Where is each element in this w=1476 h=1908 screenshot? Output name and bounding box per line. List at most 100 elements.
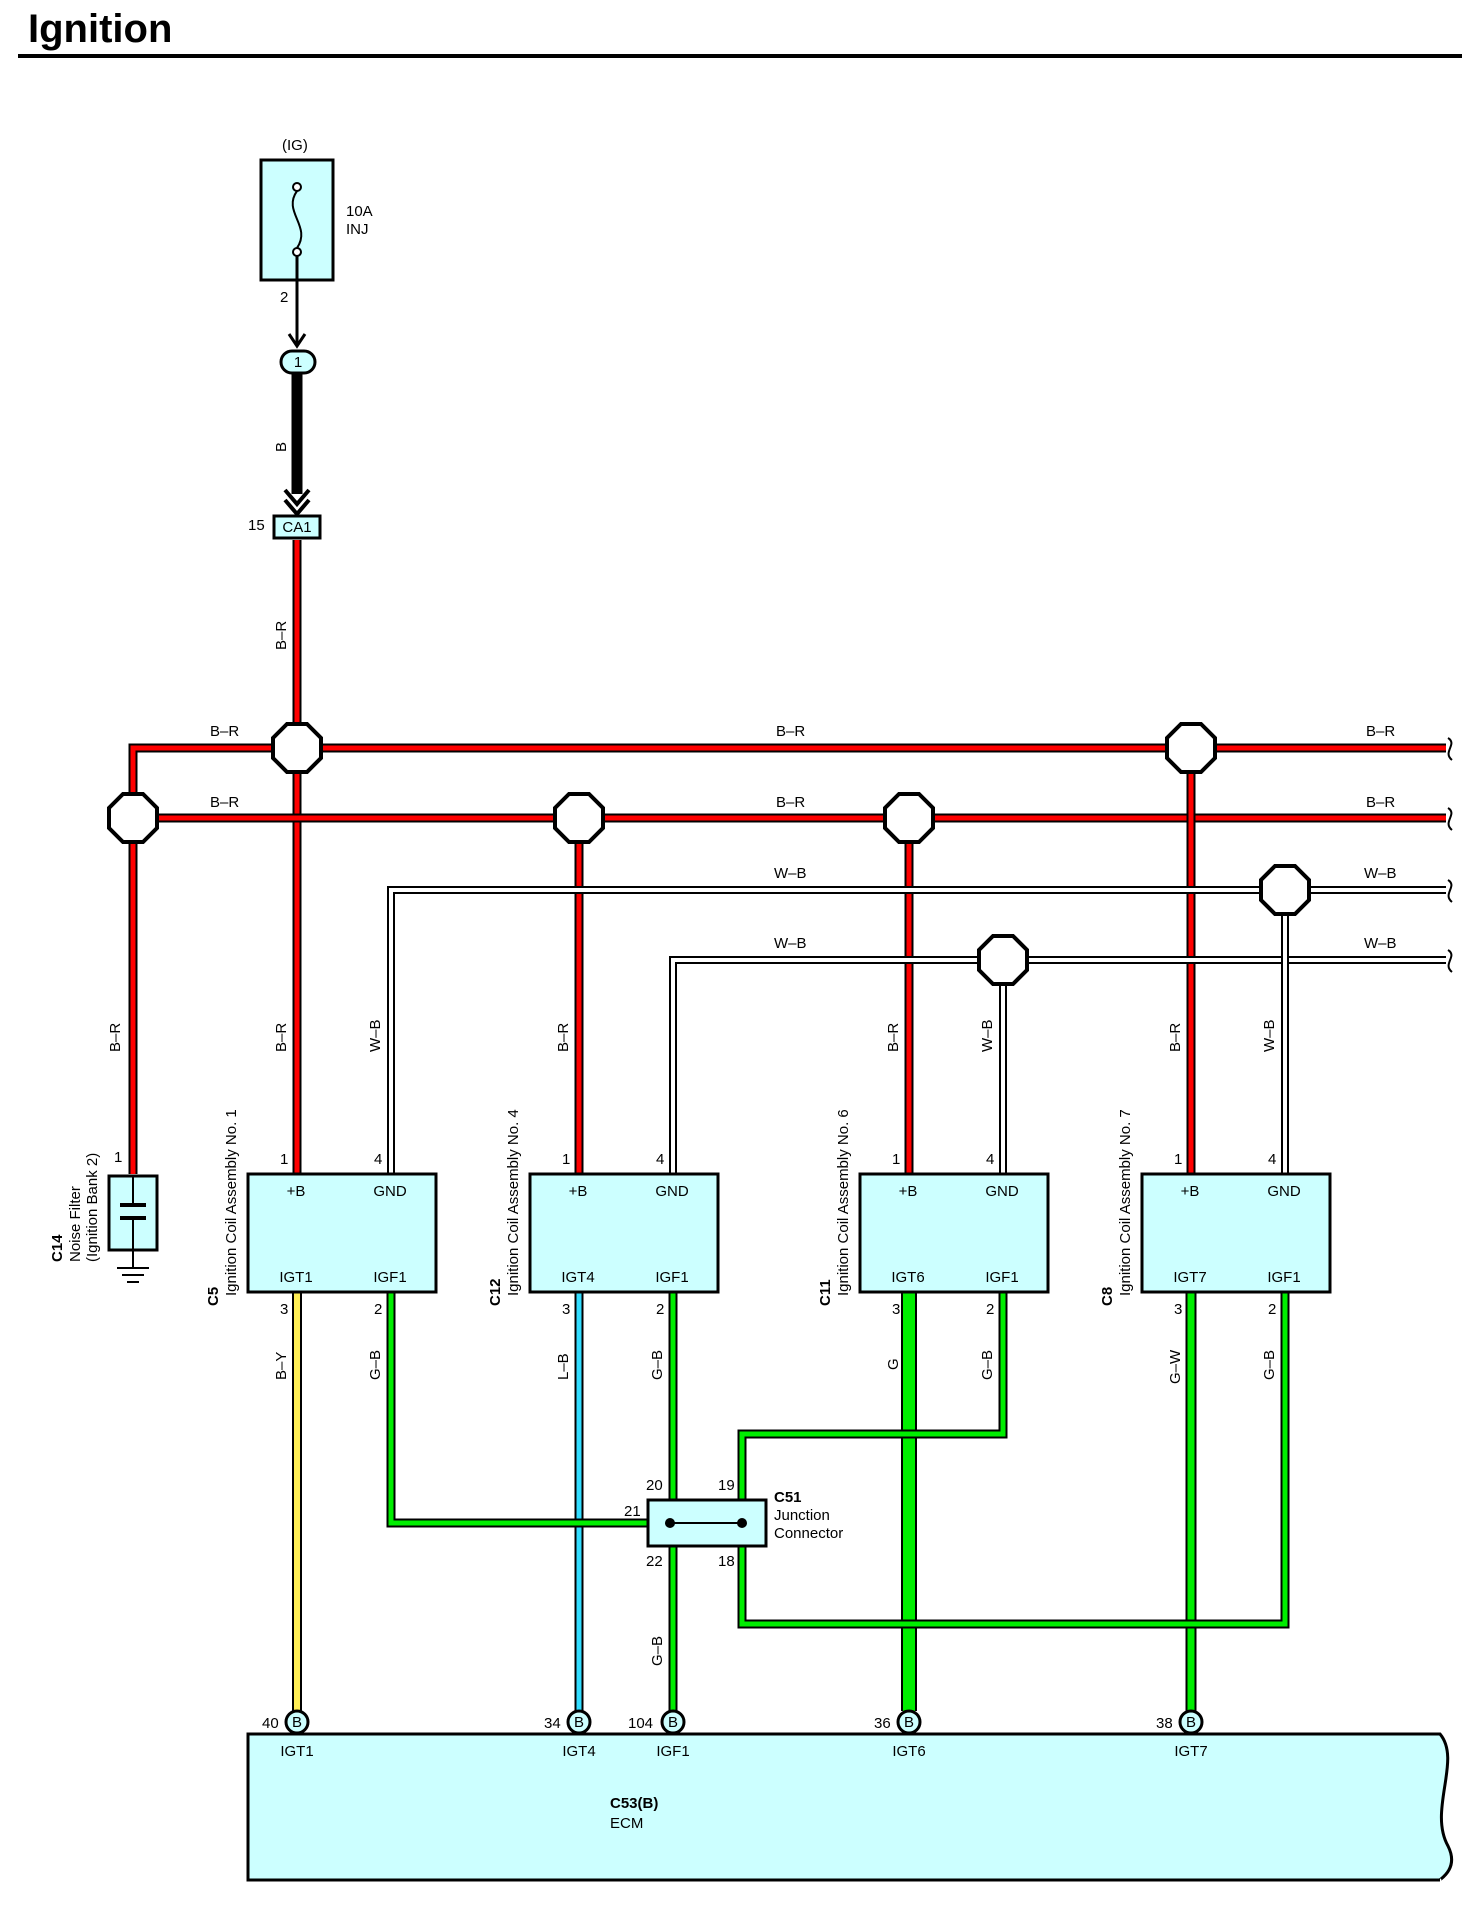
coil-box xyxy=(1140,1172,1332,1294)
ecm-pin-number: 34 xyxy=(544,1715,561,1732)
junction-code: C51 xyxy=(774,1489,802,1506)
coil-pin-2: 2 xyxy=(986,1301,994,1318)
c11-igt-wire-label: G xyxy=(885,1358,902,1370)
c11-b-wire-label: B–R xyxy=(885,1023,902,1052)
coil-pin-1: 1 xyxy=(1174,1151,1182,1168)
ecm-pin-36: B 36 IGT6 xyxy=(874,1709,926,1760)
coil-code: C11 xyxy=(817,1279,834,1306)
coil-pin-1: 1 xyxy=(280,1151,288,1168)
ecm-c53b: C53(B) ECM xyxy=(246,1732,1454,1882)
ground1-label-right: W–B xyxy=(1364,865,1397,882)
splice-icon xyxy=(883,792,935,844)
ecm-pin-label: IGT1 xyxy=(280,1743,313,1760)
ecm-pin-number: 104 xyxy=(628,1715,653,1732)
coil-code: C8 xyxy=(1099,1287,1116,1306)
wire-gb-c11-igf-outline xyxy=(737,1292,1008,1500)
coil-pin-3: 3 xyxy=(562,1301,570,1318)
c12-igf-wire-label: G–B xyxy=(649,1350,666,1380)
ecm-pin-label: IGT4 xyxy=(562,1743,595,1760)
ecm-pin-letter: B xyxy=(574,1714,584,1731)
junction-line2: Connector xyxy=(774,1525,843,1542)
coil-pin-3: 3 xyxy=(1174,1301,1182,1318)
c11-gnd-wire-label: W–B xyxy=(979,1019,996,1052)
junction-pin-18: 18 xyxy=(718,1553,735,1570)
inline-connector-pin: 1 xyxy=(294,354,302,371)
ecm-pin-connector xyxy=(284,1709,310,1735)
c8-b-wire-label: B–R xyxy=(1167,1023,1184,1052)
junction-dot xyxy=(737,1518,747,1528)
wire-gb-c8-igf-outline xyxy=(737,1292,1290,1629)
noise-filter-code: C14 xyxy=(49,1234,66,1262)
coil-terminal-gnd: GND xyxy=(1267,1183,1301,1200)
ecm-pin-label: IGF1 xyxy=(656,1743,689,1760)
coil-pin-1: 1 xyxy=(562,1151,570,1168)
ecm-pin-connector xyxy=(896,1709,922,1735)
wire-br-bus1 xyxy=(130,745,1446,1174)
coil-name: Ignition Coil Assembly No. 7 xyxy=(1117,1109,1134,1296)
splice-icon xyxy=(271,722,323,774)
ecm-igf-wire-label: G–B xyxy=(649,1636,666,1666)
c11-igf-wire-label: G–B xyxy=(979,1350,996,1380)
wire-break-icon xyxy=(1447,879,1453,903)
coil-terminal-b: +B xyxy=(287,1183,306,1200)
c8-igt-wire-label: G–W xyxy=(1167,1349,1184,1384)
ecm-pin-number: 38 xyxy=(1156,1715,1173,1732)
coil-name: Ignition Coil Assembly No. 6 xyxy=(835,1109,852,1296)
junction-pin-19: 19 xyxy=(718,1477,735,1494)
bus1-label-right: B–R xyxy=(1366,723,1395,740)
coil-terminal-gnd: GND xyxy=(373,1183,407,1200)
c5-b-wire-label: B–R xyxy=(273,1023,290,1052)
coil-box xyxy=(528,1172,720,1294)
fuse-rating: 10A xyxy=(346,203,373,220)
fuse-name: INJ xyxy=(346,221,369,238)
splice-icon xyxy=(553,792,605,844)
coil-c8: +B GND IGT7 IGF1 1 4 3 2 C8 Ignition Coi… xyxy=(1099,1109,1332,1318)
wire-break-icon xyxy=(1447,949,1453,973)
coil-pin-4: 4 xyxy=(656,1151,664,1168)
bus2-label-mid: B–R xyxy=(776,794,805,811)
coil-pin-4: 4 xyxy=(986,1151,994,1168)
bus2-label-right: B–R xyxy=(1366,794,1395,811)
c8-gnd-wire-label: W–B xyxy=(1261,1019,1278,1052)
coil-terminal-igf: IGF1 xyxy=(373,1269,406,1286)
coil-code: C5 xyxy=(205,1287,222,1306)
wire-wb-ground2-outline xyxy=(669,956,1446,1174)
wire-b-label: B xyxy=(273,442,290,452)
junction-pin-22: 22 xyxy=(646,1553,663,1570)
ground1-label-mid: W–B xyxy=(774,865,807,882)
coil-name: Ignition Coil Assembly No. 4 xyxy=(505,1109,522,1296)
coil-name: Ignition Coil Assembly No. 1 xyxy=(223,1109,240,1296)
ecm-pin-connector xyxy=(566,1709,592,1735)
bus2-label-left: B–R xyxy=(210,794,239,811)
wire-label-ca1: B–R xyxy=(273,621,290,650)
c5-igt-wire-label: B–Y xyxy=(273,1352,290,1380)
ca1-name: CA1 xyxy=(282,519,311,536)
coil-terminal-b: +B xyxy=(569,1183,588,1200)
coil-pin-3: 3 xyxy=(892,1301,900,1318)
ecm-pin-38: B 38 IGT7 xyxy=(1156,1709,1208,1760)
coil-terminal-igt: IGT6 xyxy=(891,1269,924,1286)
coil-terminal-igt: IGT4 xyxy=(561,1269,594,1286)
noise-filter-name: Noise Filter xyxy=(67,1186,84,1262)
splice-icon xyxy=(107,792,159,844)
splice-icon xyxy=(1165,722,1217,774)
c12-b-wire-label: B–R xyxy=(555,1023,572,1052)
coil-pin-4: 4 xyxy=(1268,1151,1276,1168)
ecm-code: C53(B) xyxy=(610,1795,658,1812)
noise-filter-wire-label: B–R xyxy=(107,1023,124,1052)
junction-dot xyxy=(665,1518,675,1528)
ecm-pin-letter: B xyxy=(1186,1714,1196,1731)
wire-gb-c5-igf xyxy=(388,1292,648,1526)
noise-filter-sub: (Ignition Bank 2) xyxy=(84,1153,101,1262)
splice-icon xyxy=(1259,864,1311,916)
ecm-pin-40: B 40 IGT1 xyxy=(262,1709,314,1760)
wire-wb-ground2 xyxy=(671,958,1446,1174)
coil-pin-3: 3 xyxy=(280,1301,288,1318)
ecm-pin-number: 40 xyxy=(262,1715,279,1732)
ground2-label-mid: W–B xyxy=(774,935,807,952)
ecm-pin-number: 36 xyxy=(874,1715,891,1732)
coil-code: C12 xyxy=(487,1278,504,1306)
bus1-label-mid: B–R xyxy=(776,723,805,740)
coil-pin-2: 2 xyxy=(1268,1301,1276,1318)
